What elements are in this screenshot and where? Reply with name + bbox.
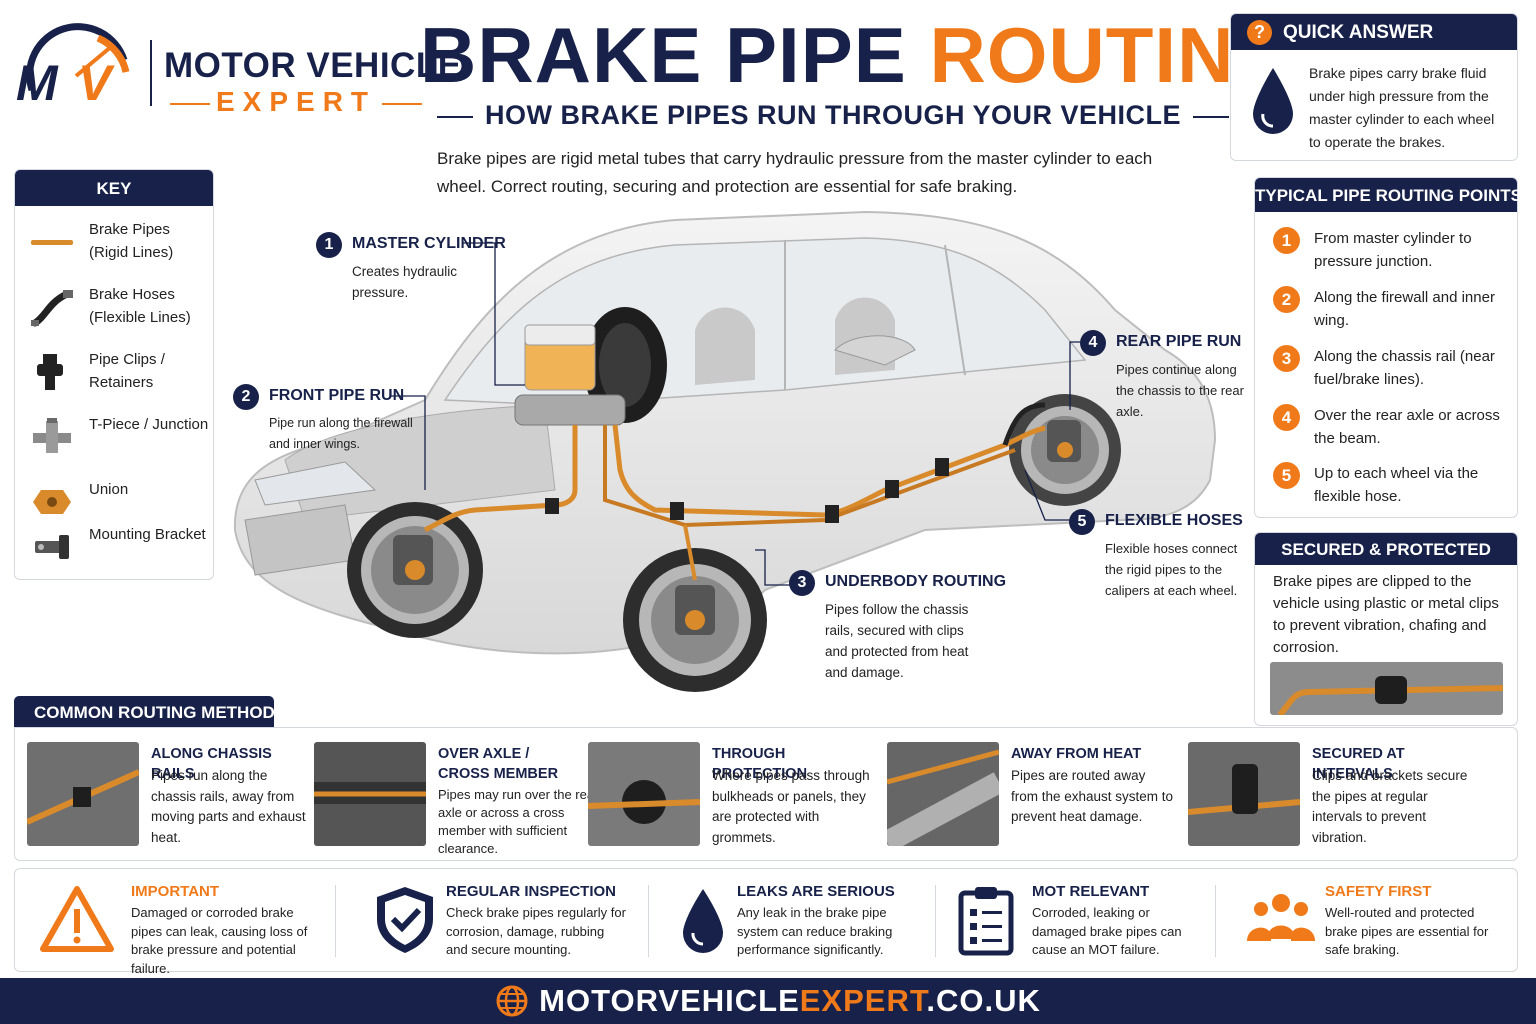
pipe-clip-photo [1270, 662, 1503, 715]
people-icon [1247, 894, 1315, 941]
footer-url[interactable]: MOTORVEHICLEEXPERT.CO.UK [495, 983, 1041, 1019]
drop-icon [1253, 68, 1293, 134]
routing-methods-header: COMMON ROUTING METHODS [14, 696, 286, 728]
svg-text:M: M [16, 55, 59, 106]
key-item: Brake Pipes (Rigid Lines) [25, 218, 210, 268]
brand-logo: M V MOTOR VEHICLE EXPERT [14, 20, 461, 117]
quick-answer-panel: ? QUICK ANSWER Brake pipes carry brake f… [1230, 13, 1518, 161]
union-icon [33, 490, 71, 514]
key-item: Union [25, 478, 210, 528]
info-important: IMPORTANT Damaged or corroded brake pipe… [39, 869, 339, 976]
mounting-bracket-icon [35, 535, 69, 559]
key-item: T-Piece / Junction [25, 413, 210, 463]
secured-protected-header: SECURED & PROTECTED [1255, 533, 1517, 565]
routing-method-item: SECURED AT INTERVALS Clips and brackets … [1188, 742, 1498, 852]
quick-answer-text: Brake pipes carry brake fluid under high… [1309, 65, 1495, 150]
routing-methods-panel: ALONG CHASSIS RAILS Pipes run along the … [14, 727, 1518, 861]
globe-icon [496, 985, 528, 1017]
divider [335, 885, 336, 957]
key-item: Pipe Clips / Retainers [25, 348, 210, 398]
shield-check-icon [377, 887, 433, 953]
svg-text:V: V [78, 55, 115, 106]
grommet-photo [588, 742, 700, 846]
axle-photo [314, 742, 426, 846]
divider [1215, 885, 1216, 957]
key-item: Mounting Bracket [25, 523, 210, 573]
routing-method-item: THROUGH PROTECTION Where pipes pass thro… [588, 742, 878, 852]
clipboard-icon [958, 887, 1014, 956]
footer: MOTORVEHICLEEXPERT.CO.UK [0, 978, 1536, 1024]
drop-icon [683, 889, 723, 953]
info-inspection: REGULAR INSPECTION Check brake pipes reg… [367, 869, 657, 973]
warning-icon [40, 886, 114, 952]
question-icon: ? [1247, 20, 1272, 45]
mv-logo-icon: M V [16, 23, 130, 106]
key-label: Pipe Clips / Retainers [89, 351, 165, 391]
quick-answer-header: ? QUICK ANSWER [1231, 14, 1517, 50]
key-label: T-Piece / Junction [89, 416, 209, 433]
brake-hose-icon [31, 290, 73, 327]
clip-bracket-photo [1188, 742, 1300, 846]
car-illustration [233, 210, 1217, 692]
brand-name-line2: EXPERT [164, 86, 423, 118]
info-row: IMPORTANT Damaged or corroded brake pipe… [14, 868, 1518, 976]
exhaust-photo [887, 742, 999, 846]
info-mot: MOT RELEVANT Corroded, leaking or damage… [955, 869, 1225, 973]
t-piece-icon [33, 418, 71, 453]
secured-protected-panel: SECURED & PROTECTED Brake pipes are clip… [1254, 532, 1518, 726]
brake-pipe-icon [31, 240, 73, 245]
key-header: KEY [15, 170, 213, 206]
typical-routing-points-header: TYPICAL PIPE ROUTING POINTS [1255, 178, 1522, 212]
routing-method-item: OVER AXLE / CROSS MEMBER Pipes may run o… [314, 742, 598, 856]
pipe-clip-icon [37, 354, 63, 390]
divider [648, 885, 649, 957]
routing-method-item: ALONG CHASSIS RAILS Pipes run along the … [27, 742, 312, 852]
intro-text: Brake pipes are rigid metal tubes that c… [437, 149, 1153, 196]
key-label: Mounting Bracket [89, 526, 206, 543]
key-item: Brake Hoses (Flexible Lines) [25, 283, 210, 333]
key-label: Brake Hoses (Flexible Lines) [89, 286, 191, 326]
secured-protected-text: Brake pipes are clipped to the vehicle u… [1273, 573, 1499, 656]
chassis-rail-photo [27, 742, 139, 846]
key-label: Union [89, 481, 129, 498]
divider [935, 885, 936, 957]
logo-divider [150, 40, 152, 106]
info-safety: SAFETY FIRST Well-routed and protected b… [1243, 869, 1513, 973]
info-leaks: LEAKS ARE SERIOUS Any leak in the brake … [675, 869, 965, 973]
brand-name-line1: MOTOR VEHICLE [164, 46, 462, 85]
key-label: Brake Pipes (Rigid Lines) [89, 221, 174, 261]
key-panel: KEY Brake Pipes (Rigid Lines) Brake Hose… [14, 169, 214, 580]
page-subtitle: HOW BRAKE PIPES RUN THROUGH YOUR VEHICLE [425, 100, 1230, 131]
page-title: BRAKE PIPE ROUTING [420, 11, 1297, 99]
routing-method-item: AWAY FROM HEAT Pipes are routed away fro… [887, 742, 1177, 852]
